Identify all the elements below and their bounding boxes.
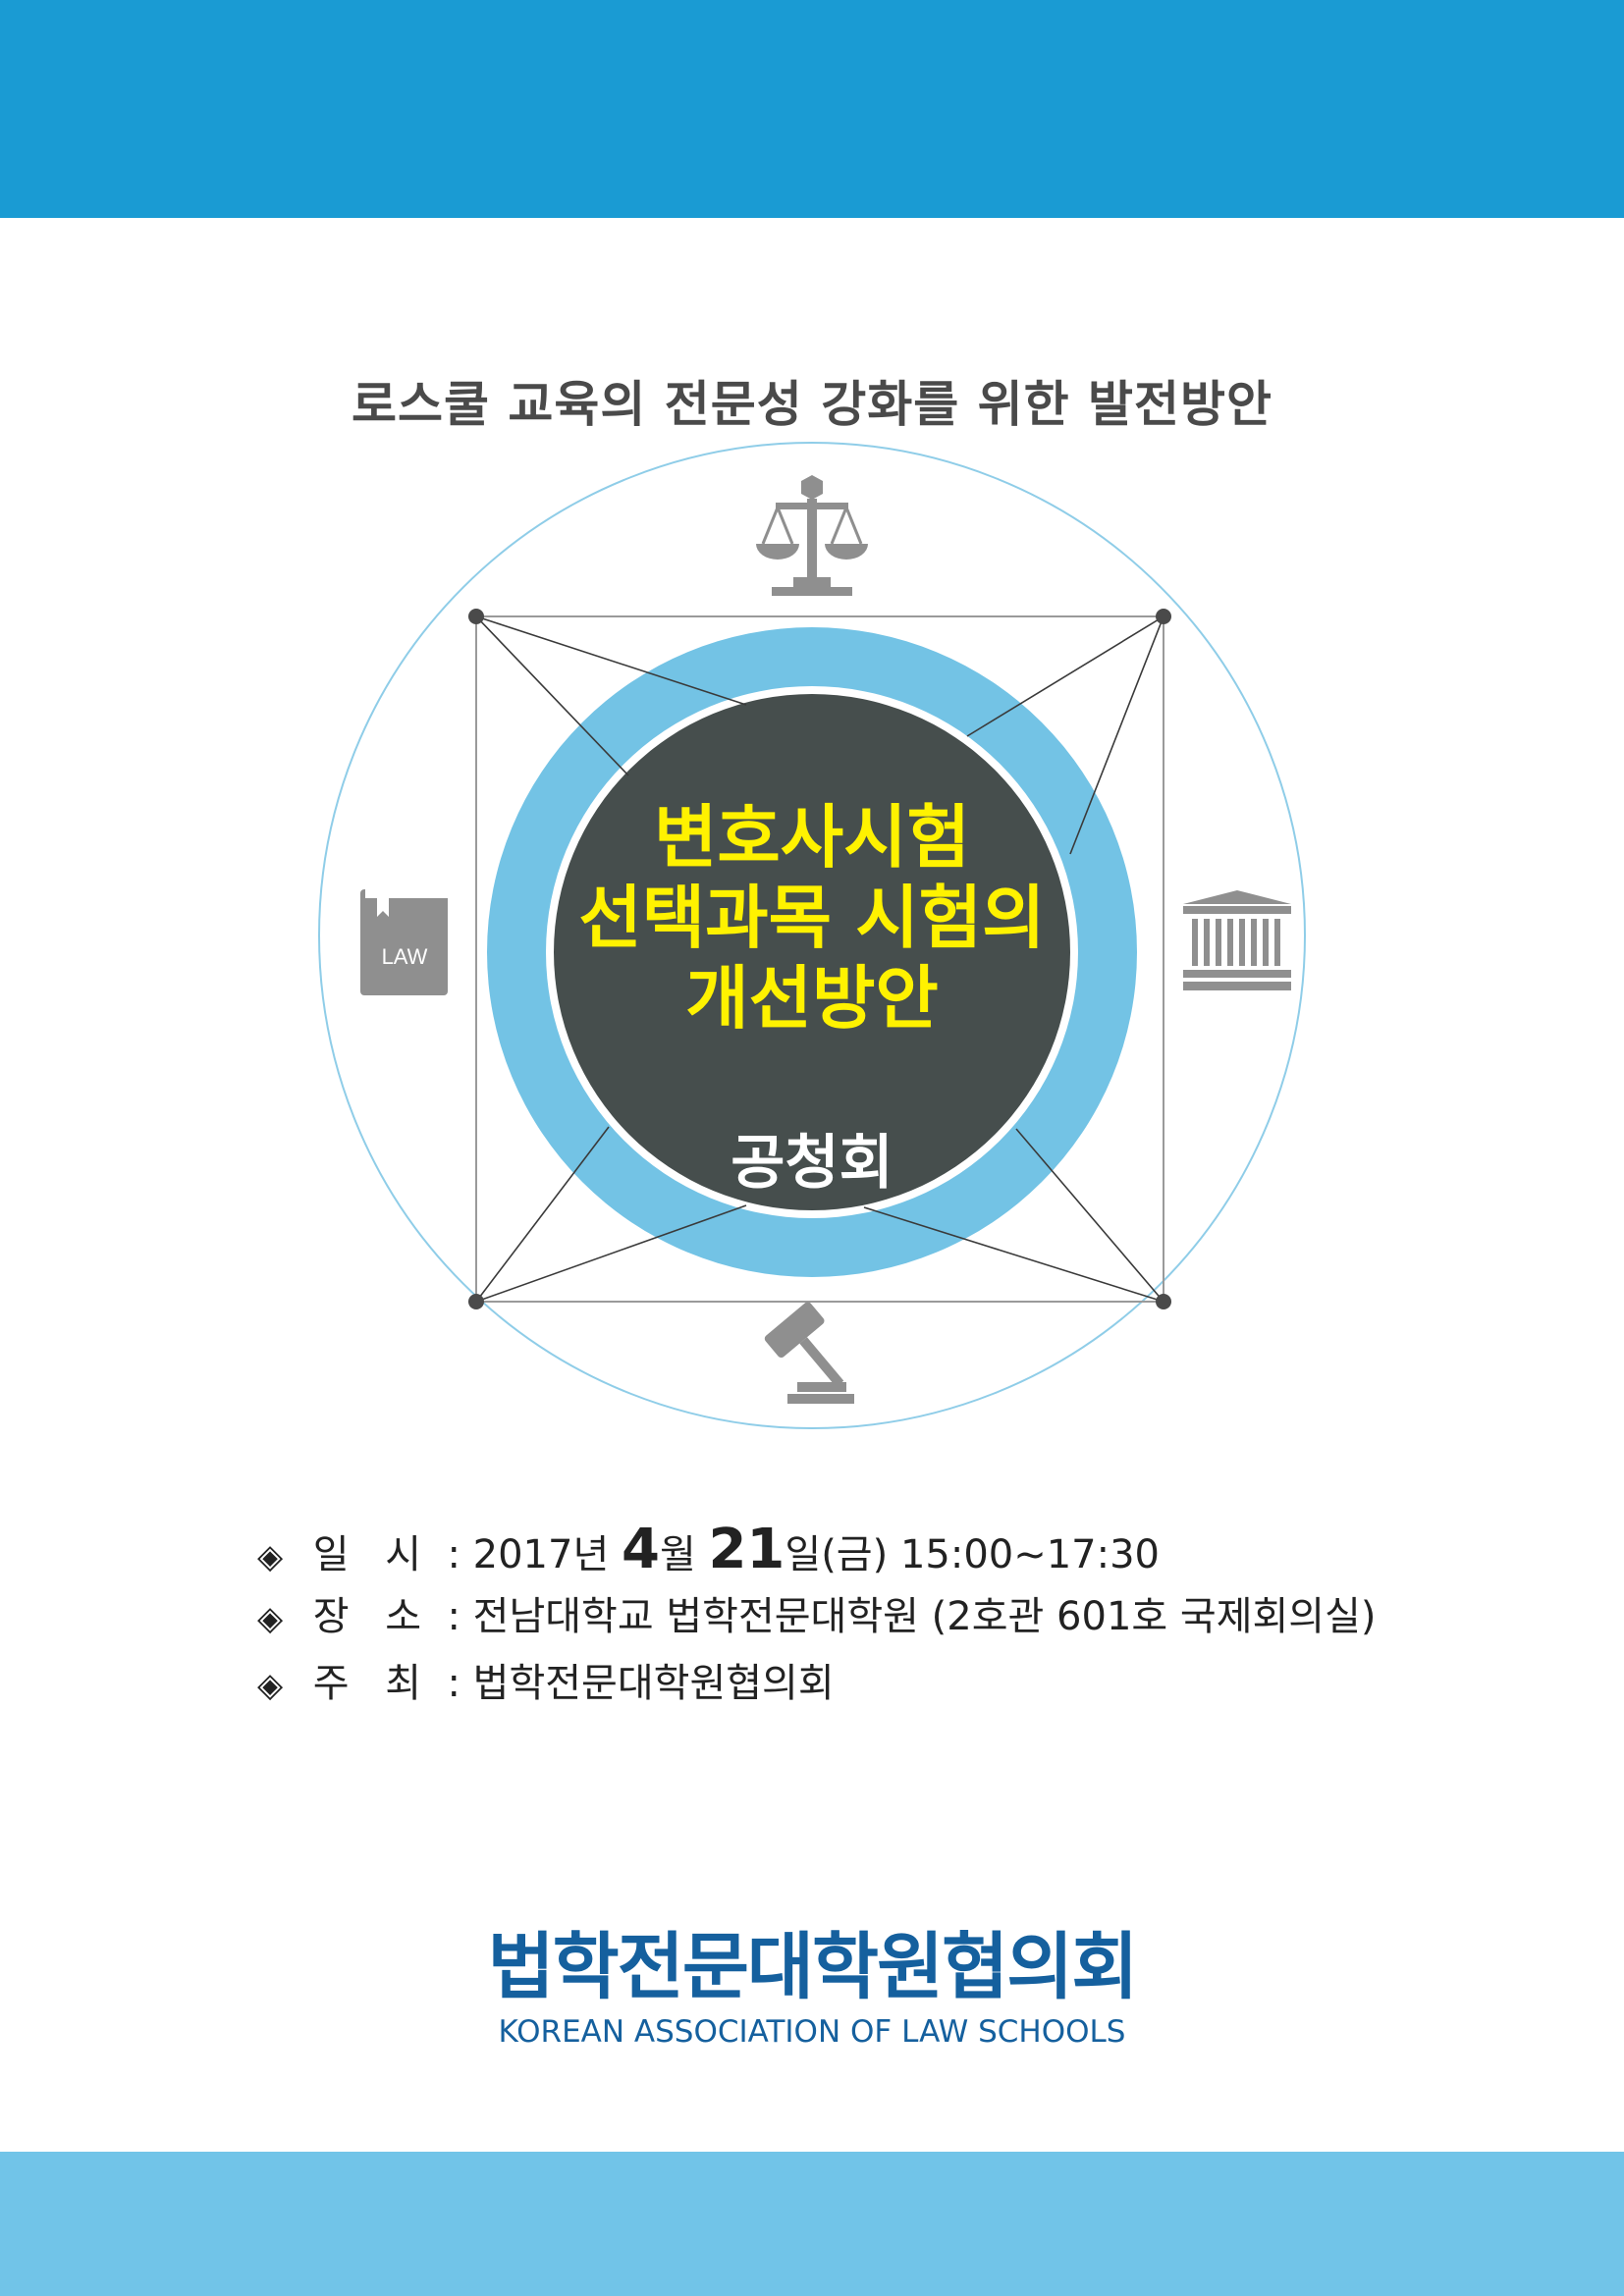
square-frame bbox=[475, 615, 1164, 1303]
main-title-line-1: 변호사시험 bbox=[654, 797, 970, 878]
date-separator: : bbox=[447, 1532, 460, 1577]
date-month-unit: 월 bbox=[659, 1532, 696, 1577]
poster-subtitle: 로스쿨 교육의 전문성 강화를 위한 발전방안 bbox=[351, 376, 1273, 433]
venue-value: 전남대학교 법학전문대학원 (2호관 601호 국제회의실) bbox=[472, 1594, 1377, 1639]
law-label: LAW bbox=[382, 944, 428, 969]
organization-logo: 법학전문대학원협의회 KOREAN ASSOCIATION OF LAW SCH… bbox=[0, 1924, 1624, 2054]
date-label: 일 시 bbox=[312, 1532, 434, 1577]
main-title-line-3: 개선방안 bbox=[685, 958, 939, 1039]
date-day-number: 21 bbox=[708, 1518, 785, 1581]
event-details: ◈ 일 시 : 2017년 4월 21일(금) 15:00~17:30 ◈ 장 … bbox=[257, 1517, 1435, 1717]
host-row: ◈ 주 최 : 법학전문대학원협의회 bbox=[257, 1650, 1435, 1717]
event-type-label: 공청회 bbox=[731, 1129, 893, 1198]
organization-name-korean: 법학전문대학원협의회 bbox=[487, 1925, 1139, 2009]
law-book-icon: LAW bbox=[360, 889, 448, 995]
diamond-bullet-icon: ◈ bbox=[257, 1537, 284, 1576]
venue-row: ◈ 장 소 : 전남대학교 법학전문대학원 (2호관 601호 국제회의실) bbox=[257, 1583, 1435, 1650]
connector-lines bbox=[475, 615, 1164, 1303]
host-separator: : bbox=[447, 1661, 460, 1706]
venue-separator: : bbox=[447, 1594, 460, 1639]
date-row: ◈ 일 시 : 2017년 4월 21일(금) 15:00~17:30 bbox=[257, 1517, 1435, 1583]
gavel-icon bbox=[764, 1302, 854, 1404]
bottom-color-band bbox=[0, 2152, 1624, 2296]
outer-circle bbox=[318, 442, 1306, 1429]
diamond-bullet-icon: ◈ bbox=[257, 1666, 284, 1705]
courthouse-icon bbox=[1183, 890, 1291, 990]
date-time: 15:00~17:30 bbox=[899, 1532, 1160, 1577]
host-value: 법학전문대학원협의회 bbox=[472, 1661, 835, 1706]
main-title: 변호사시험 선택과목 시험의 개선방안 bbox=[517, 797, 1107, 1039]
diamond-bullet-icon: ◈ bbox=[257, 1599, 284, 1638]
date-year: 2017년 bbox=[472, 1532, 610, 1577]
host-label: 주 최 bbox=[312, 1661, 434, 1706]
top-color-band bbox=[0, 0, 1624, 218]
date-day-unit: 일(금) bbox=[785, 1532, 889, 1577]
venue-label: 장 소 bbox=[312, 1594, 434, 1639]
corner-dots bbox=[468, 609, 1171, 1309]
scales-of-justice-icon bbox=[756, 475, 868, 596]
central-emblem: LAW bbox=[318, 442, 1306, 1429]
organization-name-english: KOREAN ASSOCIATION OF LAW SCHOOLS bbox=[498, 2014, 1126, 2050]
main-title-line-2: 선택과목 시험의 bbox=[578, 878, 1046, 958]
date-month-number: 4 bbox=[621, 1518, 660, 1581]
dark-center bbox=[554, 694, 1070, 1210]
